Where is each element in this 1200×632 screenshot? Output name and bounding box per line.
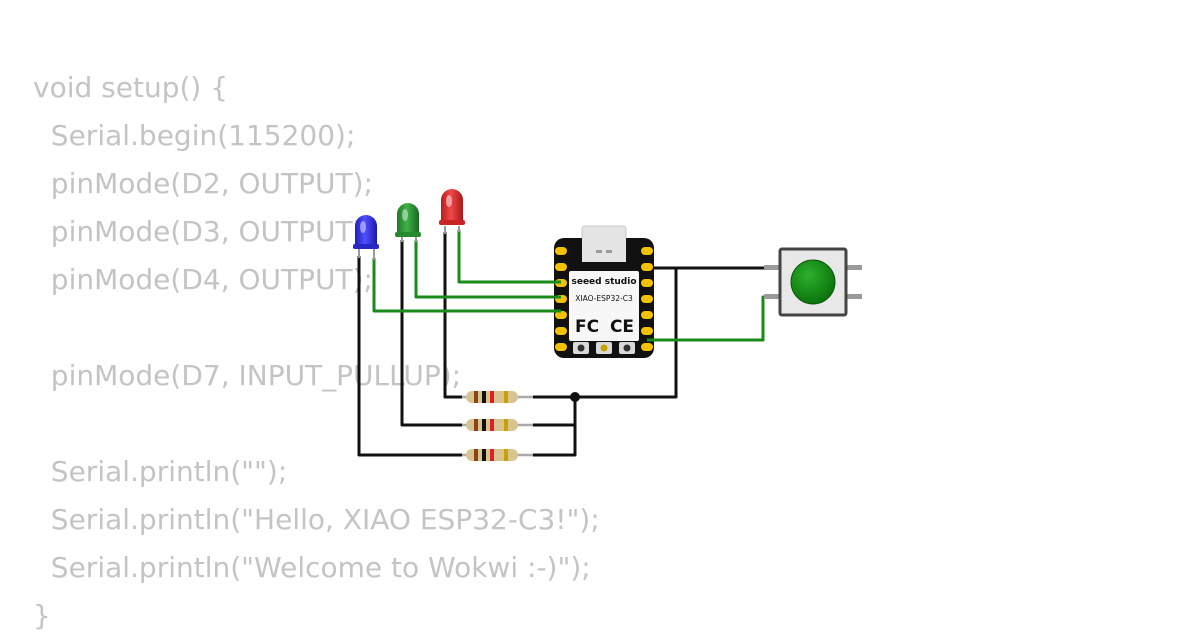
board-right-pins: [641, 247, 653, 351]
led-red[interactable]: [439, 189, 465, 234]
wire-ground-r2[interactable]: [533, 397, 577, 427]
code-line: Serial.begin(115200);: [33, 119, 356, 152]
code-line: Serial.println("");: [33, 455, 288, 488]
wire-green-led-cathode[interactable]: [400, 240, 462, 427]
code-line: pinMode(D4, OUTPUT);: [33, 263, 373, 296]
pushbutton-cap[interactable]: [790, 259, 836, 305]
xiao-esp32-c3-board[interactable]: seeed studio XIAO-ESP32-C3 FC CE: [554, 225, 654, 358]
fc-mark: FC: [575, 317, 599, 337]
board-model: XIAO-ESP32-C3: [575, 294, 633, 303]
board-shield: [569, 271, 639, 341]
code-line: }: [33, 599, 51, 632]
resistor-1[interactable]: [462, 391, 533, 403]
wire-button-d7[interactable]: [647, 295, 766, 342]
led-green[interactable]: [395, 203, 421, 242]
board-bottom-pads: [573, 342, 635, 354]
code-line: Serial.println("Hello, XIAO ESP32-C3!");: [33, 503, 600, 536]
code-line: void setup() {: [33, 71, 229, 104]
resistor-3[interactable]: [462, 449, 533, 461]
ground-junction: [570, 392, 580, 402]
wire-ground-r3[interactable]: [533, 425, 577, 457]
board-brand: seeed studio: [571, 277, 636, 287]
ground-wires: [357, 232, 766, 457]
wire-green-led-d3[interactable]: [414, 240, 561, 299]
ce-mark: CE: [610, 317, 634, 337]
wire-red-led-d2[interactable]: [457, 230, 561, 284]
wire-red-led-cathode[interactable]: [443, 232, 462, 399]
code-line: pinMode(D7, INPUT_PULLUP);: [33, 359, 462, 392]
wire-ground-bus[interactable]: [533, 266, 678, 399]
code-line: pinMode(D2, OUTPUT);: [33, 167, 373, 200]
pushbutton[interactable]: [764, 247, 862, 317]
code-line: pinMode(D3, OUTPUT);: [33, 215, 373, 248]
wire-blue-led-d4[interactable]: [372, 258, 561, 313]
wire-blue-led-cathode[interactable]: [357, 256, 462, 457]
led-blue[interactable]: [353, 215, 379, 260]
board-left-pins: [555, 247, 567, 351]
resistor-2[interactable]: [462, 419, 533, 431]
code-line: Serial.println("Welcome to Wokwi :-)");: [33, 551, 591, 584]
